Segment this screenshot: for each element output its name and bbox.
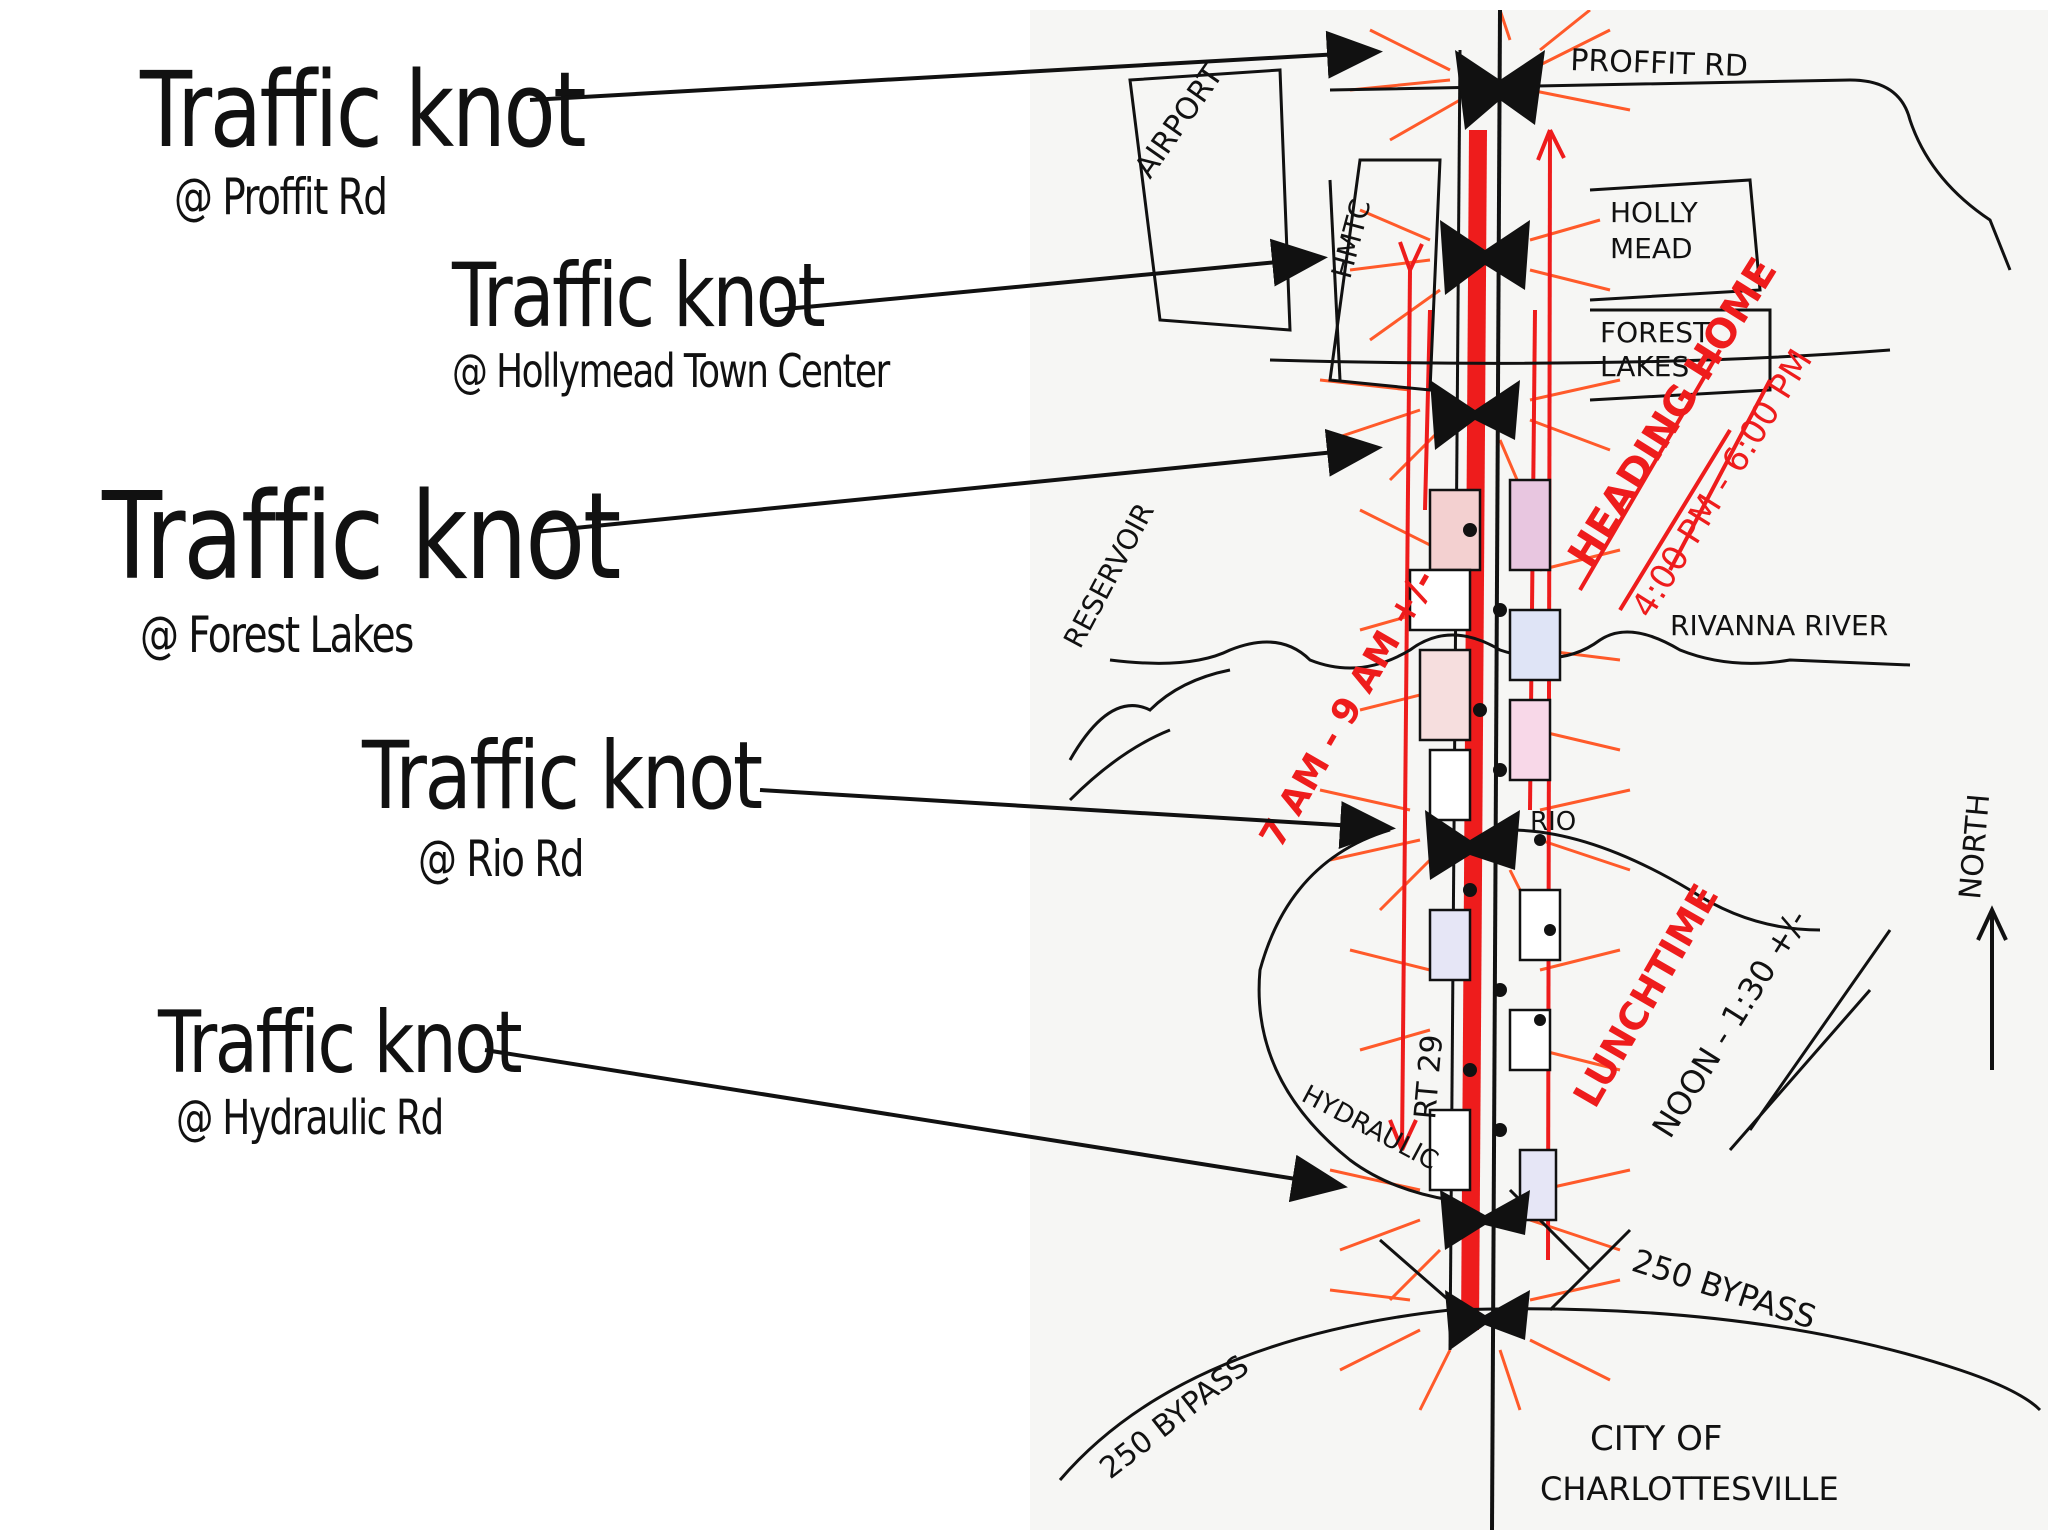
sketch-map: PROFFIT RD AIRPORT HMTC HOLLY MEAD FORES… [1030, 10, 2048, 1530]
label-rt29: RT 29 [1408, 1033, 1450, 1120]
callout-rio: Traffic knot @ Rio Rd [362, 722, 848, 889]
red-accent-strokes [1578, 348, 1772, 612]
callout-forest-lakes: Traffic knot @ Forest Lakes [102, 468, 733, 665]
label-city-1: CITY OF [1590, 1419, 1722, 1459]
callout-title: Traffic knot [140, 49, 587, 171]
label-hollymead-2: MEAD [1610, 232, 1693, 265]
callout-title: Traffic knot [158, 993, 523, 1093]
callout-title: Traffic knot [362, 722, 763, 831]
traffic-knots [1425, 50, 1545, 1350]
callout-hydraulic: Traffic knot @ Hydraulic Rd [158, 1000, 600, 1146]
callout-hollymead: Traffic knot @ Hollymead Town Center [452, 244, 1012, 399]
callout-proffit: Traffic knot @ Proffit Rd [140, 58, 682, 226]
knot-bypass [1445, 1290, 1530, 1350]
label-forest-lakes-1: FOREST [1600, 316, 1711, 349]
label-rio: RIO [1530, 807, 1576, 837]
vehicle-dots [1463, 523, 1556, 1137]
callout-location: @ Forest Lakes [140, 606, 414, 664]
black-accent-strokes [1728, 929, 1892, 1151]
vehicle-blocks [1408, 478, 1562, 1222]
callout-location: @ Hydraulic Rd [176, 1090, 444, 1146]
callout-location: @ Rio Rd [418, 830, 585, 888]
label-hollymead-1: HOLLY [1610, 196, 1699, 229]
knot-hydraulic [1440, 1190, 1530, 1250]
knot-hollymead [1440, 220, 1530, 295]
knot-forest-lakes [1430, 380, 1520, 450]
callout-location: @ Hollymead Town Center [452, 344, 890, 398]
label-proffit: PROFFIT RD [1570, 43, 1749, 84]
knot-rio [1425, 810, 1520, 880]
callout-location: @ Proffit Rd [174, 168, 388, 226]
callout-title: Traffic knot [102, 468, 621, 607]
north-arrow-icon [1976, 905, 2008, 1070]
label-forest-lakes-2: LAKES [1600, 350, 1689, 383]
label-city-2: CHARLOTTESVILLE [1540, 1470, 1839, 1508]
callout-title: Traffic knot [452, 244, 826, 347]
label-rivanna: RIVANNA RIVER [1670, 609, 1888, 642]
knot-proffit [1455, 50, 1545, 130]
